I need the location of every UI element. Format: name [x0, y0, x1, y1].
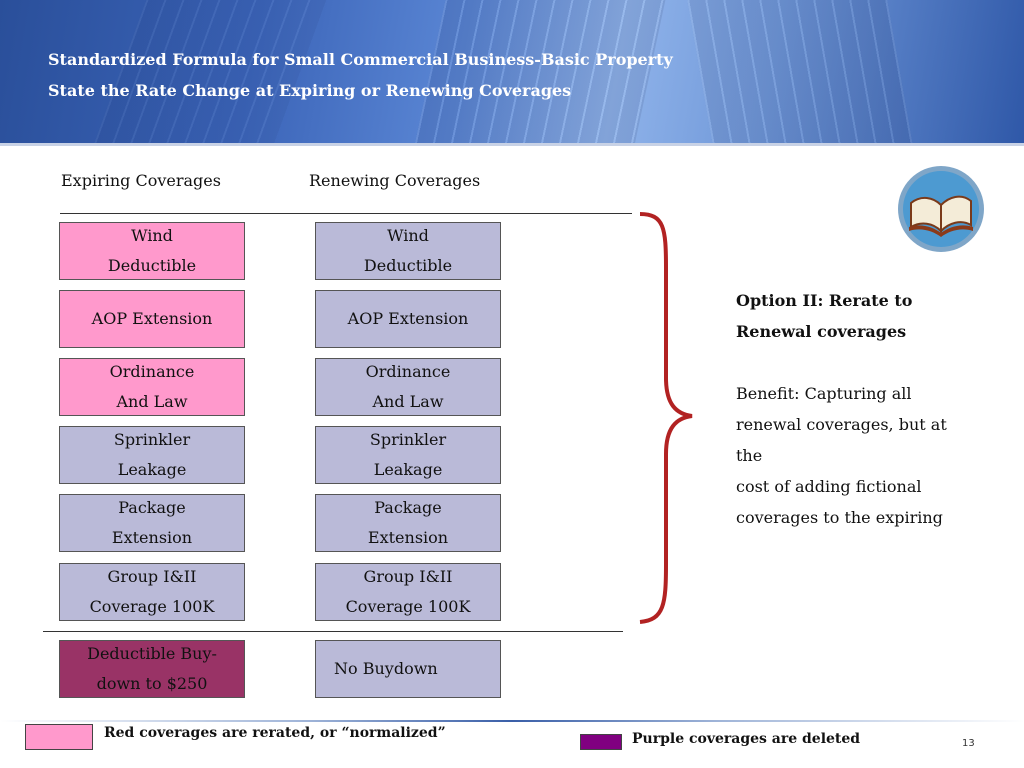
coverage-label: Package: [118, 498, 186, 517]
slide-title-line2: State the Rate Change at Expiring or Ren…: [48, 81, 572, 100]
expiring-coverage-box: Package Extension: [59, 494, 245, 552]
expiring-coverage-box: Deductible Buy- down to $250: [59, 640, 245, 698]
coverage-label: Extension: [111, 528, 193, 547]
page-number: 13: [962, 738, 975, 749]
coverage-label: Wind: [387, 226, 429, 245]
legend-text-red: Red coverages are rerated, or “normalize…: [104, 725, 446, 741]
banner-divider: [0, 143, 1024, 146]
coverage-label: Deductible: [363, 256, 453, 275]
coverage-label: Coverage 100K: [89, 597, 215, 616]
option-line: Option II: Rerate to: [736, 291, 913, 310]
option-title: Option II: Rerate to Renewal coverages: [736, 285, 976, 347]
right-curly-brace-icon: [639, 212, 693, 624]
banner-building-graphic: [414, 0, 666, 145]
renewing-coverage-box: Sprinkler Leakage: [315, 426, 501, 484]
coverage-label: Leakage: [117, 460, 187, 479]
benefit-line: cost of adding fictional: [736, 477, 922, 496]
coverage-label: Ordinance: [109, 362, 195, 381]
coverage-label: Package: [374, 498, 442, 517]
bottom-divider-line: [43, 631, 623, 632]
renewing-coverage-box: AOP Extension: [315, 290, 501, 348]
header-banner: [0, 0, 1024, 145]
top-divider-line: [60, 213, 632, 214]
open-book-icon: [895, 165, 987, 257]
renewing-coverage-box: Package Extension: [315, 494, 501, 552]
renewing-coverage-box: No Buydown: [315, 640, 501, 698]
coverage-label: And Law: [116, 392, 188, 411]
expiring-coverage-box: Group I&II Coverage 100K: [59, 563, 245, 621]
coverage-label: Ordinance: [365, 362, 451, 381]
benefit-line: renewal coverages, but at the: [736, 415, 947, 465]
coverage-label: Sprinkler: [113, 430, 191, 449]
slide-title-line1: Standardized Formula for Small Commercia…: [48, 50, 673, 69]
renewing-coverage-box: Wind Deductible: [315, 222, 501, 280]
banner-building-graphic: [93, 0, 327, 145]
coverage-label: Sprinkler: [369, 430, 447, 449]
coverage-label: And Law: [372, 392, 444, 411]
coverage-label: Leakage: [373, 460, 443, 479]
legend-text-purple: Purple coverages are deleted: [632, 731, 861, 747]
coverage-label: Deductible: [107, 256, 197, 275]
legend-swatch-pink: [25, 724, 93, 750]
footer-divider: [0, 720, 1024, 722]
coverage-label: Wind: [131, 226, 173, 245]
coverage-label: No Buydown: [334, 659, 438, 678]
renewing-coverage-box: Ordinance And Law: [315, 358, 501, 416]
expiring-coverage-box: AOP Extension: [59, 290, 245, 348]
benefit-line: coverages to the expiring: [736, 508, 943, 527]
coverage-label: down to $250: [96, 674, 208, 693]
legend-swatch-purple: [580, 734, 622, 750]
banner-building-graphic: [687, 0, 913, 145]
expiring-coverage-box: Wind Deductible: [59, 222, 245, 280]
coverage-label: Deductible Buy-: [87, 644, 217, 663]
renewing-column-header: Renewing Coverages: [309, 171, 481, 190]
benefit-line: Benefit: Capturing all: [736, 384, 912, 403]
option-line: Renewal coverages: [736, 322, 907, 341]
coverage-label: Group I&II: [363, 567, 453, 586]
coverage-label: AOP Extension: [91, 309, 213, 328]
coverage-label: Group I&II: [107, 567, 197, 586]
renewing-coverage-box: Group I&II Coverage 100K: [315, 563, 501, 621]
expiring-coverage-box: Sprinkler Leakage: [59, 426, 245, 484]
expiring-column-header: Expiring Coverages: [61, 171, 221, 190]
coverage-label: Coverage 100K: [345, 597, 471, 616]
benefit-text: Benefit: Capturing all renewal coverages…: [736, 378, 976, 533]
expiring-coverage-box: Ordinance And Law: [59, 358, 245, 416]
coverage-label: Extension: [367, 528, 449, 547]
coverage-label: AOP Extension: [347, 309, 469, 328]
